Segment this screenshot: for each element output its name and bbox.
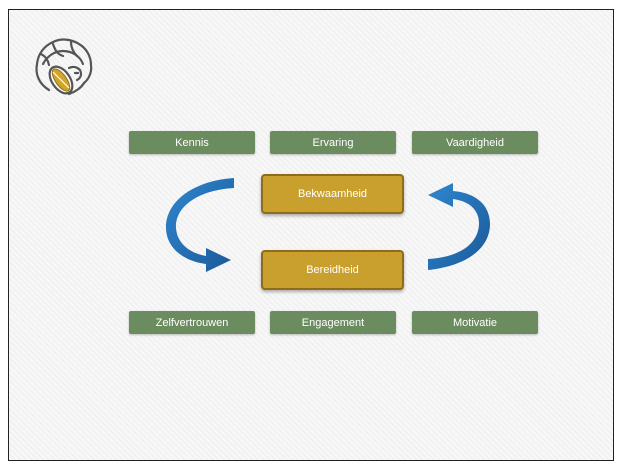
- cycle-arrows: [165, 178, 490, 272]
- bottom-box-3: Motivatie: [412, 311, 538, 334]
- center-box-lower: Bereidheid: [261, 250, 404, 290]
- top-box-1: Kennis: [129, 131, 255, 154]
- bottom-box-1: Zelfvertrouwen: [129, 311, 255, 334]
- top-box-3: Vaardigheid: [412, 131, 538, 154]
- lion-logo-icon: [35, 38, 93, 96]
- left-cycle-arrow-icon: [165, 178, 234, 272]
- right-cycle-arrow-icon: [428, 183, 490, 270]
- top-box-2: Ervaring: [270, 131, 396, 154]
- bottom-box-2: Engagement: [270, 311, 396, 334]
- slide-canvas: Kennis Ervaring Vaardigheid Bekwaamheid …: [8, 9, 614, 461]
- center-box-upper: Bekwaamheid: [261, 174, 404, 214]
